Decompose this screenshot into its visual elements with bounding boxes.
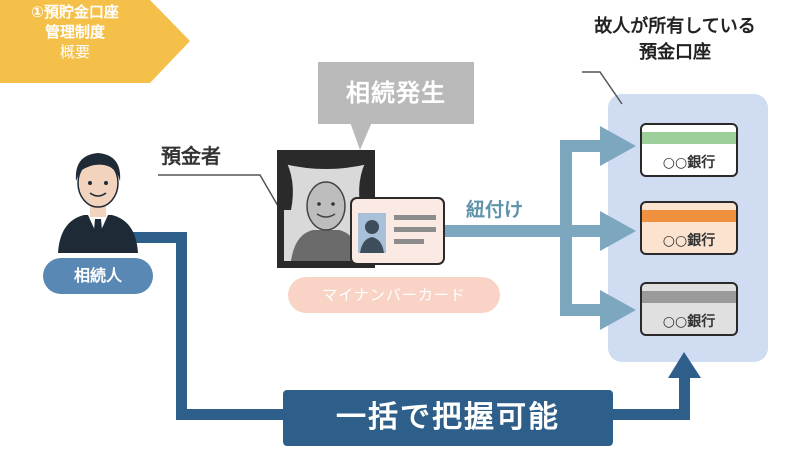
bulk-overview-box	[283, 390, 613, 446]
section-tag-line2: 管理制度	[44, 23, 105, 41]
inheritance-bubble	[318, 62, 474, 124]
label-leader-line	[582, 71, 623, 105]
section-tag-line3: 概要	[59, 43, 90, 61]
owned-accounts-line1: 故人が所有している	[594, 16, 756, 37]
bank-label-2: ○○銀行	[662, 233, 716, 249]
bulk-overview-label: 一括で把握可能	[336, 400, 560, 435]
heir-pill	[43, 258, 153, 294]
section-tag	[0, 0, 190, 83]
bank-label-3: ○○銀行	[662, 314, 716, 330]
link-arrows	[445, 126, 636, 330]
heir-path-arrow	[125, 232, 701, 420]
depositor-label: 預金者	[161, 144, 221, 168]
bank-label-1: ○○銀行	[662, 155, 716, 171]
mynumber-card-label: マイナンバーカード	[322, 286, 466, 304]
owned-accounts-label: 故人が所有している 預金口座	[560, 14, 790, 66]
section-tag-text: ①預貯金口座 管理制度 概要	[0, 2, 150, 62]
heir-person-icon	[58, 153, 138, 253]
inheritance-bubble-text: 相続発生	[346, 79, 446, 107]
section-tag-line1: ①預貯金口座	[31, 3, 119, 21]
owned-accounts-line2: 預金口座	[639, 42, 711, 63]
up-arrow-head	[668, 352, 701, 378]
depositor-leader-line	[158, 174, 286, 219]
link-label: 紐付け	[466, 199, 524, 221]
bank-card-3	[640, 282, 738, 336]
bank-card-1	[640, 123, 738, 177]
bubble-tail	[350, 122, 372, 150]
mynumber-pill	[288, 277, 500, 313]
bank-card-2	[640, 201, 738, 255]
mynumber-card-icon	[350, 197, 445, 265]
heir-label: 相続人	[73, 266, 122, 285]
